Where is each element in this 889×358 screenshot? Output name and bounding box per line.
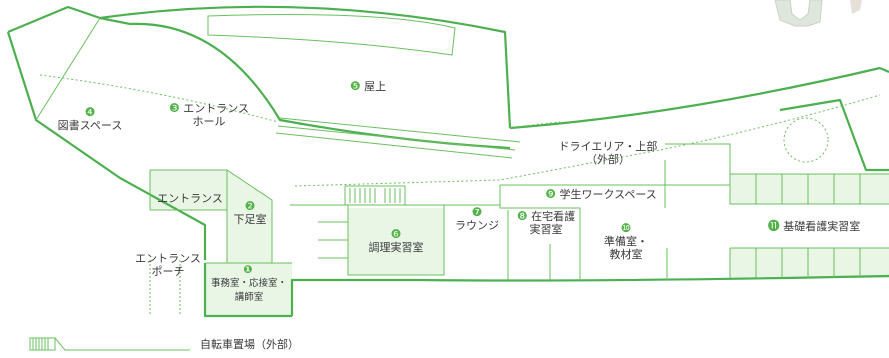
room-label-9: ❾ 学生ワークスペース bbox=[536, 187, 666, 202]
room-name-1: 事務室・応接室・ bbox=[210, 278, 287, 289]
dry-area-label-line1: ドライエリア・上部 bbox=[558, 140, 658, 153]
room-name-8b: 実習室 bbox=[529, 223, 563, 236]
room-label-5: ❺ 屋上 bbox=[338, 79, 398, 94]
dry-area-label: ドライエリア・上部 （外部） bbox=[548, 140, 668, 166]
dry-area-label-line2: （外部） bbox=[586, 153, 630, 166]
entrance-label: エントランス bbox=[157, 192, 223, 205]
room-label-3: ❸ エントランス ホール bbox=[160, 101, 258, 129]
room-name-3: エントランス bbox=[183, 102, 250, 115]
badge-2: ❷ bbox=[244, 199, 256, 213]
room-label-2: ❷ 下足室 bbox=[228, 199, 272, 227]
person-illustration bbox=[774, 0, 862, 27]
room-label-6: ❻ 調理実習室 bbox=[350, 227, 442, 255]
badge-8: ❽ bbox=[516, 209, 528, 223]
room-name-6: 調理実習室 bbox=[368, 241, 424, 254]
room-name-10b: 教材室 bbox=[609, 248, 643, 261]
porch-label: エントランス ポーチ bbox=[128, 252, 208, 278]
room-label-1: ❶ 事務室・応接室・ 講師室 bbox=[207, 262, 291, 304]
room-label-10: ❿ 準備室・ 教材室 bbox=[588, 221, 664, 262]
porch-label-line2: ポーチ bbox=[151, 265, 185, 278]
badge-9: ❾ bbox=[545, 187, 556, 201]
room-name-1b: 講師室 bbox=[234, 292, 264, 303]
badge-10: ❿ bbox=[620, 221, 632, 235]
room-name-7: ラウンジ bbox=[455, 219, 499, 232]
room-label-11: ⓫ 基礎看護実習室 bbox=[758, 219, 870, 234]
badge-1: ❶ bbox=[243, 263, 253, 276]
room-name-11: 基礎看護実習室 bbox=[783, 220, 861, 233]
badge-11: ⓫ bbox=[767, 219, 780, 233]
room-label-8: ❽ 在宅看護 実習室 bbox=[510, 209, 582, 237]
room-name-9: 学生ワークスペース bbox=[559, 188, 657, 201]
room-name-5: 屋上 bbox=[364, 80, 387, 93]
badge-7: ❼ bbox=[471, 205, 483, 219]
room-name-2: 下足室 bbox=[233, 213, 267, 226]
bike-parking-legend-label: 自転車置場（外部） bbox=[200, 338, 299, 351]
interior-walls bbox=[35, 14, 889, 316]
badge-3: ❸ bbox=[168, 101, 180, 115]
room-label-4: ❹ 図書スペース bbox=[50, 105, 130, 133]
room-name-8: 在宅看護 bbox=[531, 210, 576, 223]
badge-5: ❺ bbox=[349, 79, 361, 93]
dotted-lines bbox=[39, 74, 881, 187]
bike-parking-legend-symbol bbox=[29, 337, 190, 351]
room-name-3b: ホール bbox=[192, 115, 226, 128]
badge-6: ❻ bbox=[390, 227, 402, 241]
room-name-10: 準備室・ bbox=[604, 235, 648, 248]
room-label-7: ❼ ラウンジ bbox=[446, 205, 508, 233]
badge-4: ❹ bbox=[84, 105, 96, 119]
room-name-4: 図書スペース bbox=[57, 119, 123, 132]
outer-walls bbox=[6, 5, 889, 318]
porch-label-line1: エントランス bbox=[135, 252, 201, 265]
